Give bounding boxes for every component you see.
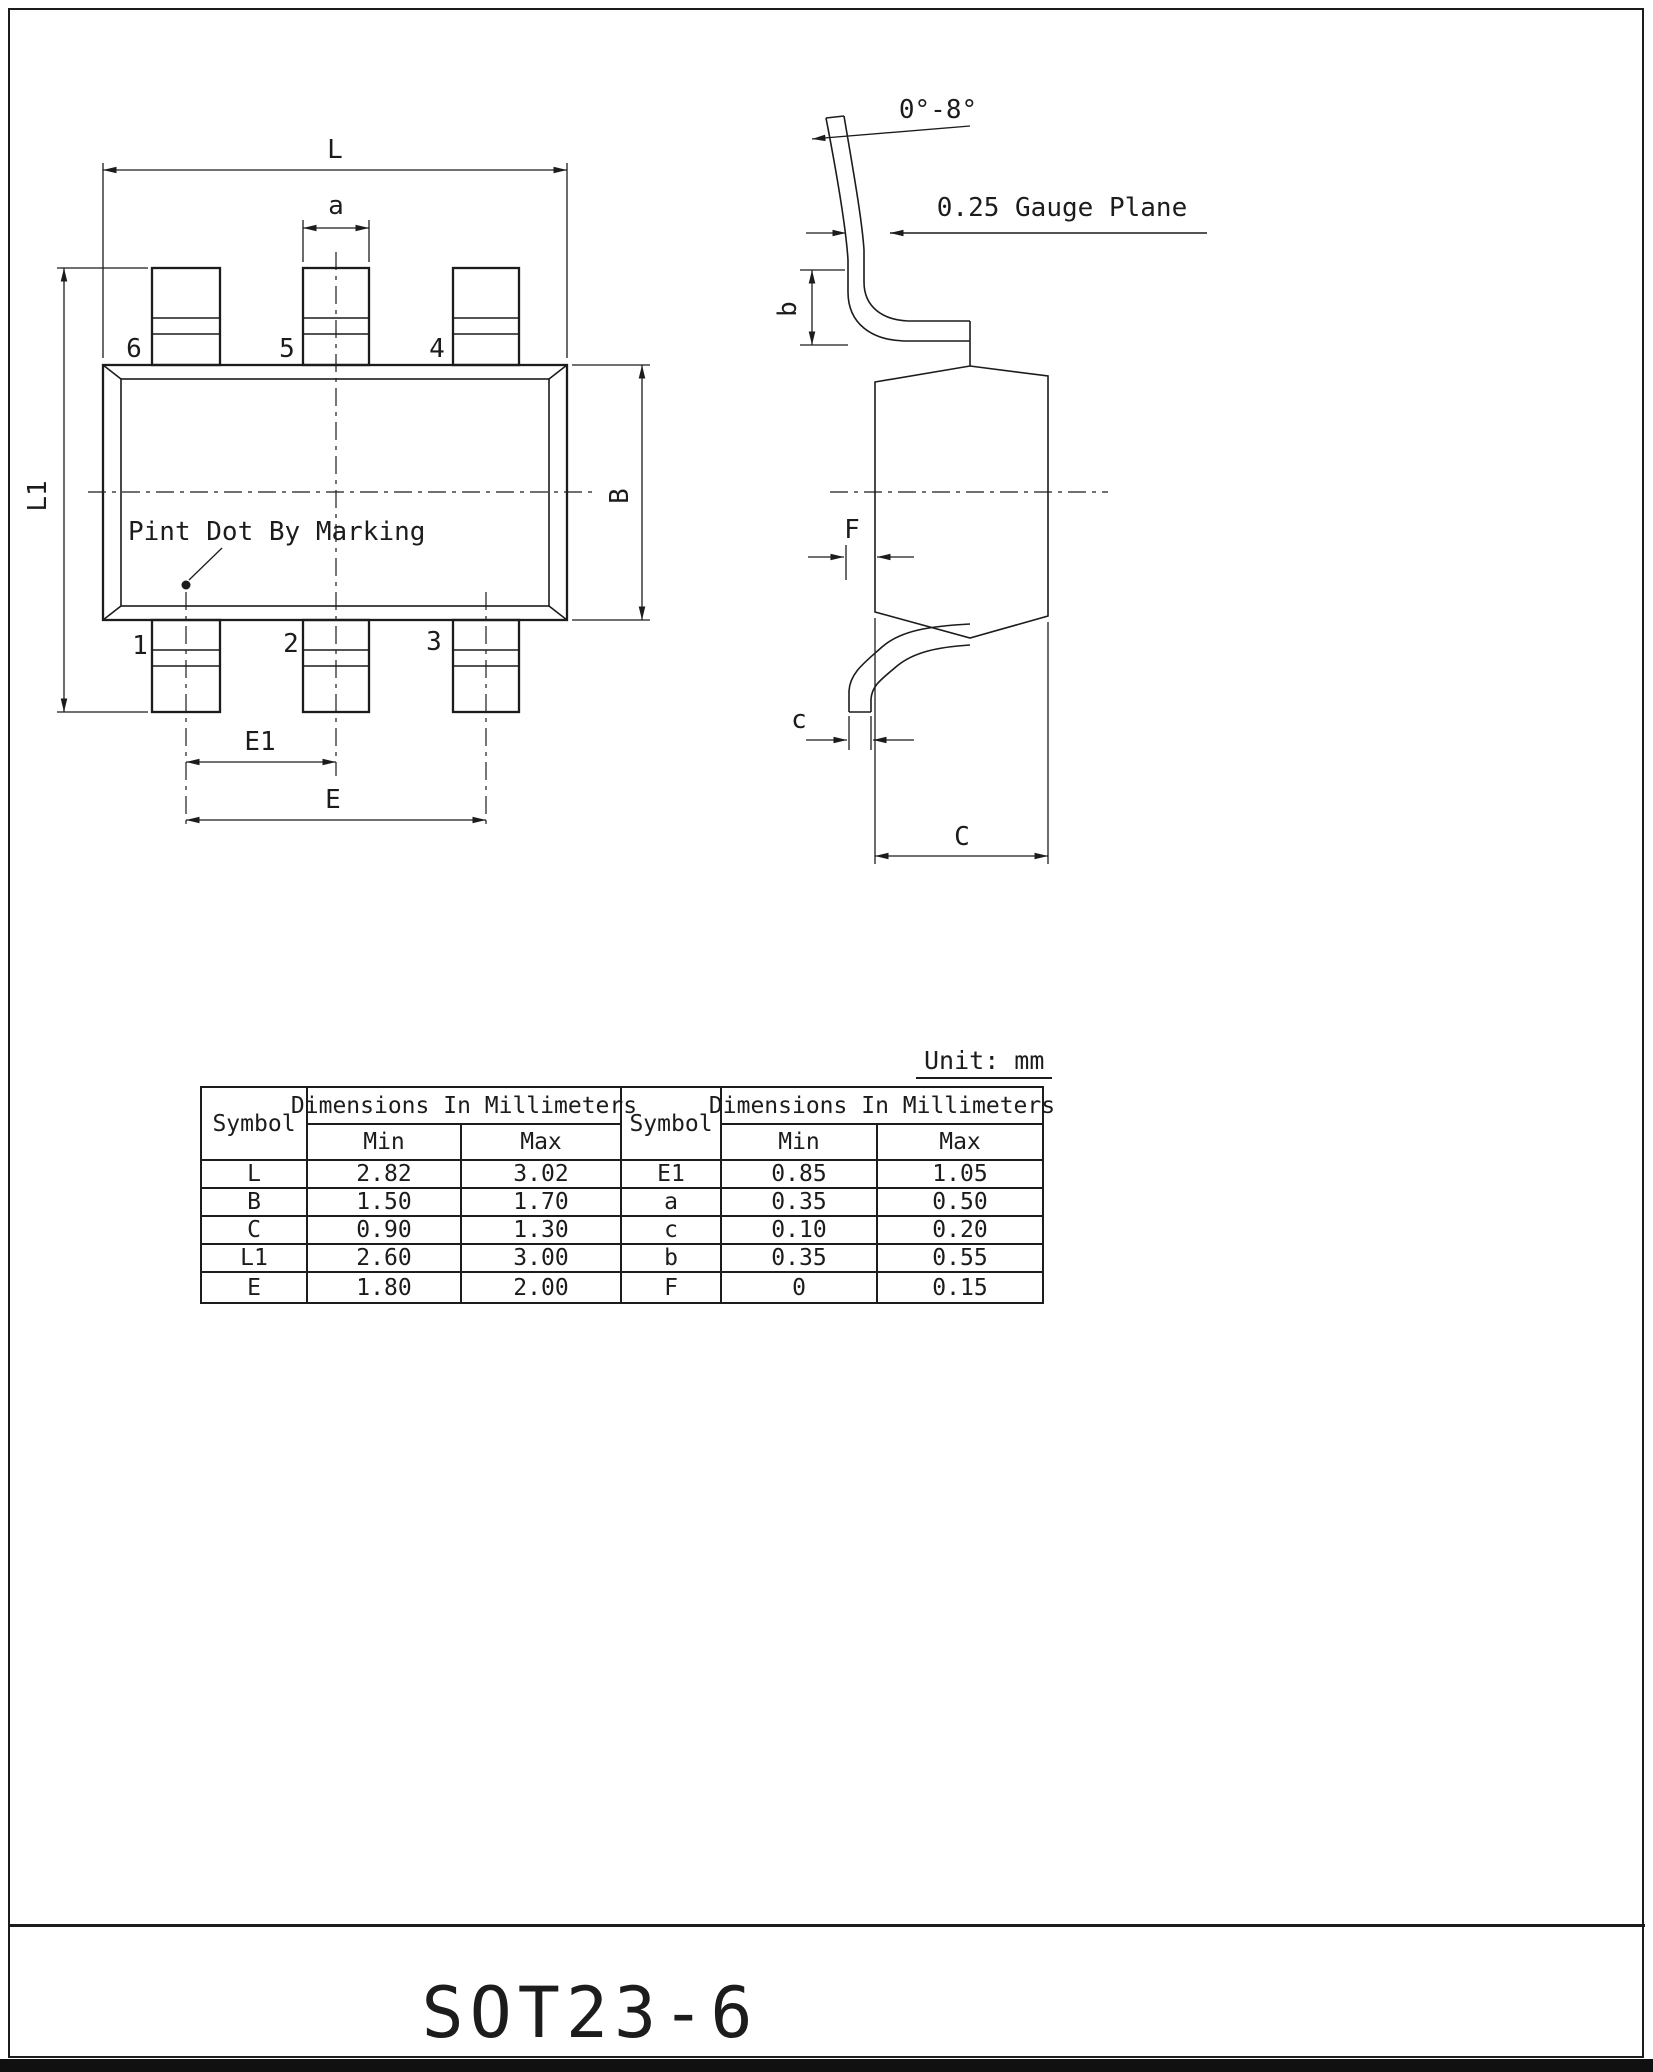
label-c: c (791, 705, 807, 735)
pin-1 (150, 618, 222, 714)
table-cell: B (202, 1189, 308, 1217)
table-cell: 0.10 (722, 1217, 878, 1245)
table-header-symbol-left: Symbol (202, 1088, 308, 1161)
label-E1: E1 (244, 727, 275, 757)
table-cell: a (622, 1189, 722, 1217)
dimension-L: L (102, 135, 568, 358)
top-lead (825, 115, 971, 366)
table-cell: 1.70 (462, 1189, 622, 1217)
table-cell: E1 (622, 1161, 722, 1189)
table-cell: 1.50 (308, 1189, 462, 1217)
table-cell: 0.55 (878, 1245, 1042, 1273)
dimensions-table: Symbol Dimensions In Millimeters Symbol … (200, 1086, 1055, 1304)
table-cell: L (202, 1161, 308, 1189)
table-cell: 0.85 (722, 1161, 878, 1189)
label-a: a (328, 191, 344, 221)
bottom-lead (848, 623, 971, 713)
dimension-B: B (572, 364, 650, 621)
package-outline-drawing: 6 5 4 1 2 3 L a L1 (23, 95, 1207, 864)
dimension-L1: L1 (23, 267, 148, 713)
pin-4 (451, 266, 521, 367)
table-header-min-right: Min (722, 1125, 878, 1161)
dimension-b: b (773, 269, 848, 346)
label-B: B (605, 488, 635, 504)
table-header-max-left: Max (462, 1125, 622, 1161)
drawing-title: SOT23-6 (421, 1972, 759, 2054)
label-L: L (327, 135, 343, 165)
table-cell: 0.20 (878, 1217, 1042, 1245)
dimension-E1: E1 (186, 727, 336, 766)
title-block-divider (8, 1924, 1645, 1927)
pin-2 (301, 618, 371, 714)
table-header-max-right: Max (878, 1125, 1042, 1161)
table-cell: c (622, 1217, 722, 1245)
pin-number-1: 1 (132, 631, 148, 661)
drawing-frame (8, 8, 1644, 2058)
dimension-a: a (302, 191, 370, 262)
pin1-marking-dot (181, 580, 191, 590)
table-cell: F (622, 1273, 722, 1302)
table-header-dims-left: Dimensions In Millimeters (291, 1088, 637, 1125)
table-cell: 0.90 (308, 1217, 462, 1245)
dimension-c: c (791, 705, 914, 750)
table-cell: L1 (202, 1245, 308, 1273)
table-cell: 0.35 (722, 1189, 878, 1217)
gauge-plane-label: 0.25 Gauge Plane (937, 193, 1187, 223)
table-cell: C (202, 1217, 308, 1245)
table-cell: 1.05 (878, 1161, 1042, 1189)
pin-6 (150, 266, 222, 367)
label-C: C (954, 822, 970, 852)
pin-3 (451, 618, 521, 714)
table-cell: 0 (722, 1273, 878, 1302)
table-cell: 2.82 (308, 1161, 462, 1189)
table-cell: E (202, 1273, 308, 1302)
label-b: b (773, 301, 803, 317)
label-L1: L1 (23, 480, 53, 511)
table-cell: 3.02 (462, 1161, 622, 1189)
dimension-F: F (808, 515, 914, 580)
table-header-min-left: Min (308, 1125, 462, 1161)
gauge-plane: 0.25 Gauge Plane (806, 193, 1207, 237)
pin-5 (301, 266, 371, 367)
table-cell: 3.00 (462, 1245, 622, 1273)
dimension-C: C (874, 618, 1049, 864)
table-cell: 2.00 (462, 1273, 622, 1302)
angle-annotation: 0°-8° (811, 95, 977, 142)
top-view: 6 5 4 1 2 3 L a L1 (23, 135, 650, 830)
table-cell: 0.15 (932, 1274, 988, 1301)
pin-number-2: 2 (283, 629, 299, 659)
side-view: 0°-8° 0.25 Gauge Plane b (773, 95, 1207, 864)
table-cell: 0.35 (722, 1245, 878, 1273)
pin-number-3: 3 (426, 627, 442, 657)
marking-note-text: Pint Dot By Marking (128, 517, 425, 547)
table-cell: 1.30 (462, 1217, 622, 1245)
pin-number-4: 4 (429, 334, 445, 364)
unit-label: Unit: mm (916, 1046, 1053, 1079)
table-header-symbol-right: Symbol (622, 1088, 722, 1161)
angle-label: 0°-8° (899, 95, 977, 125)
table-cell: b (622, 1245, 722, 1273)
pin-number-6: 6 (126, 334, 142, 364)
side-body (874, 365, 1049, 639)
label-F: F (844, 515, 860, 545)
dimension-E: E (186, 785, 486, 824)
label-E: E (325, 785, 341, 815)
marking-note: Pint Dot By Marking (128, 517, 425, 590)
table-cell: 2.60 (308, 1245, 462, 1273)
bottom-strip (0, 2059, 1653, 2072)
pin-number-5: 5 (279, 334, 295, 364)
table-header-dims-right: Dimensions In Millimeters (709, 1088, 1055, 1125)
table-cell: 0.50 (878, 1189, 1042, 1217)
table-cell: 1.80 (308, 1273, 462, 1302)
